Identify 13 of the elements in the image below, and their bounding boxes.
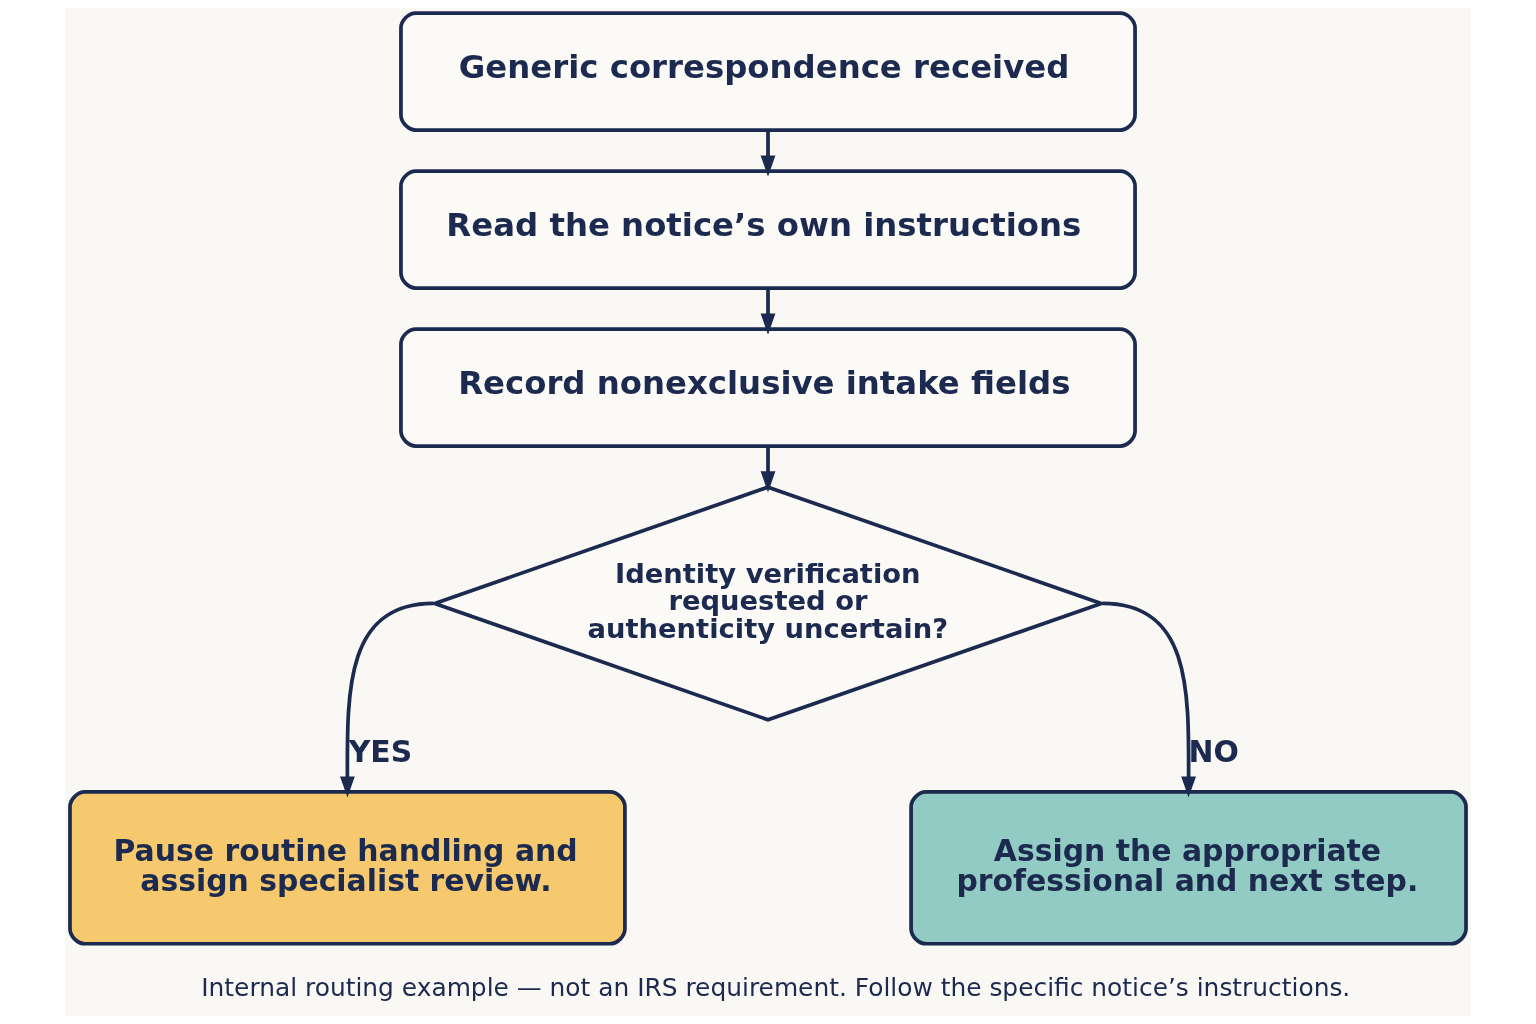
node-box: Record nonexclusive intake fields [399,327,1137,448]
arrow [760,446,776,493]
arrow [340,601,434,798]
caption: Internal routing example — not an IRS requirement. Follow the specific notice’s instructions. [201,973,1351,1003]
node-box: Generic correspondence received [399,11,1137,132]
node-box: Read the notice’s own instructions [399,169,1137,290]
edge-label: YES [348,734,413,770]
arrow [760,130,776,177]
edge-label: NO [1188,734,1239,770]
node-box: Assign the appropriate professional and next step. [909,790,1468,946]
arrow [760,288,776,335]
arrow [1102,601,1196,798]
node-box: Pause routine handling and assign specialist review. [68,790,627,946]
